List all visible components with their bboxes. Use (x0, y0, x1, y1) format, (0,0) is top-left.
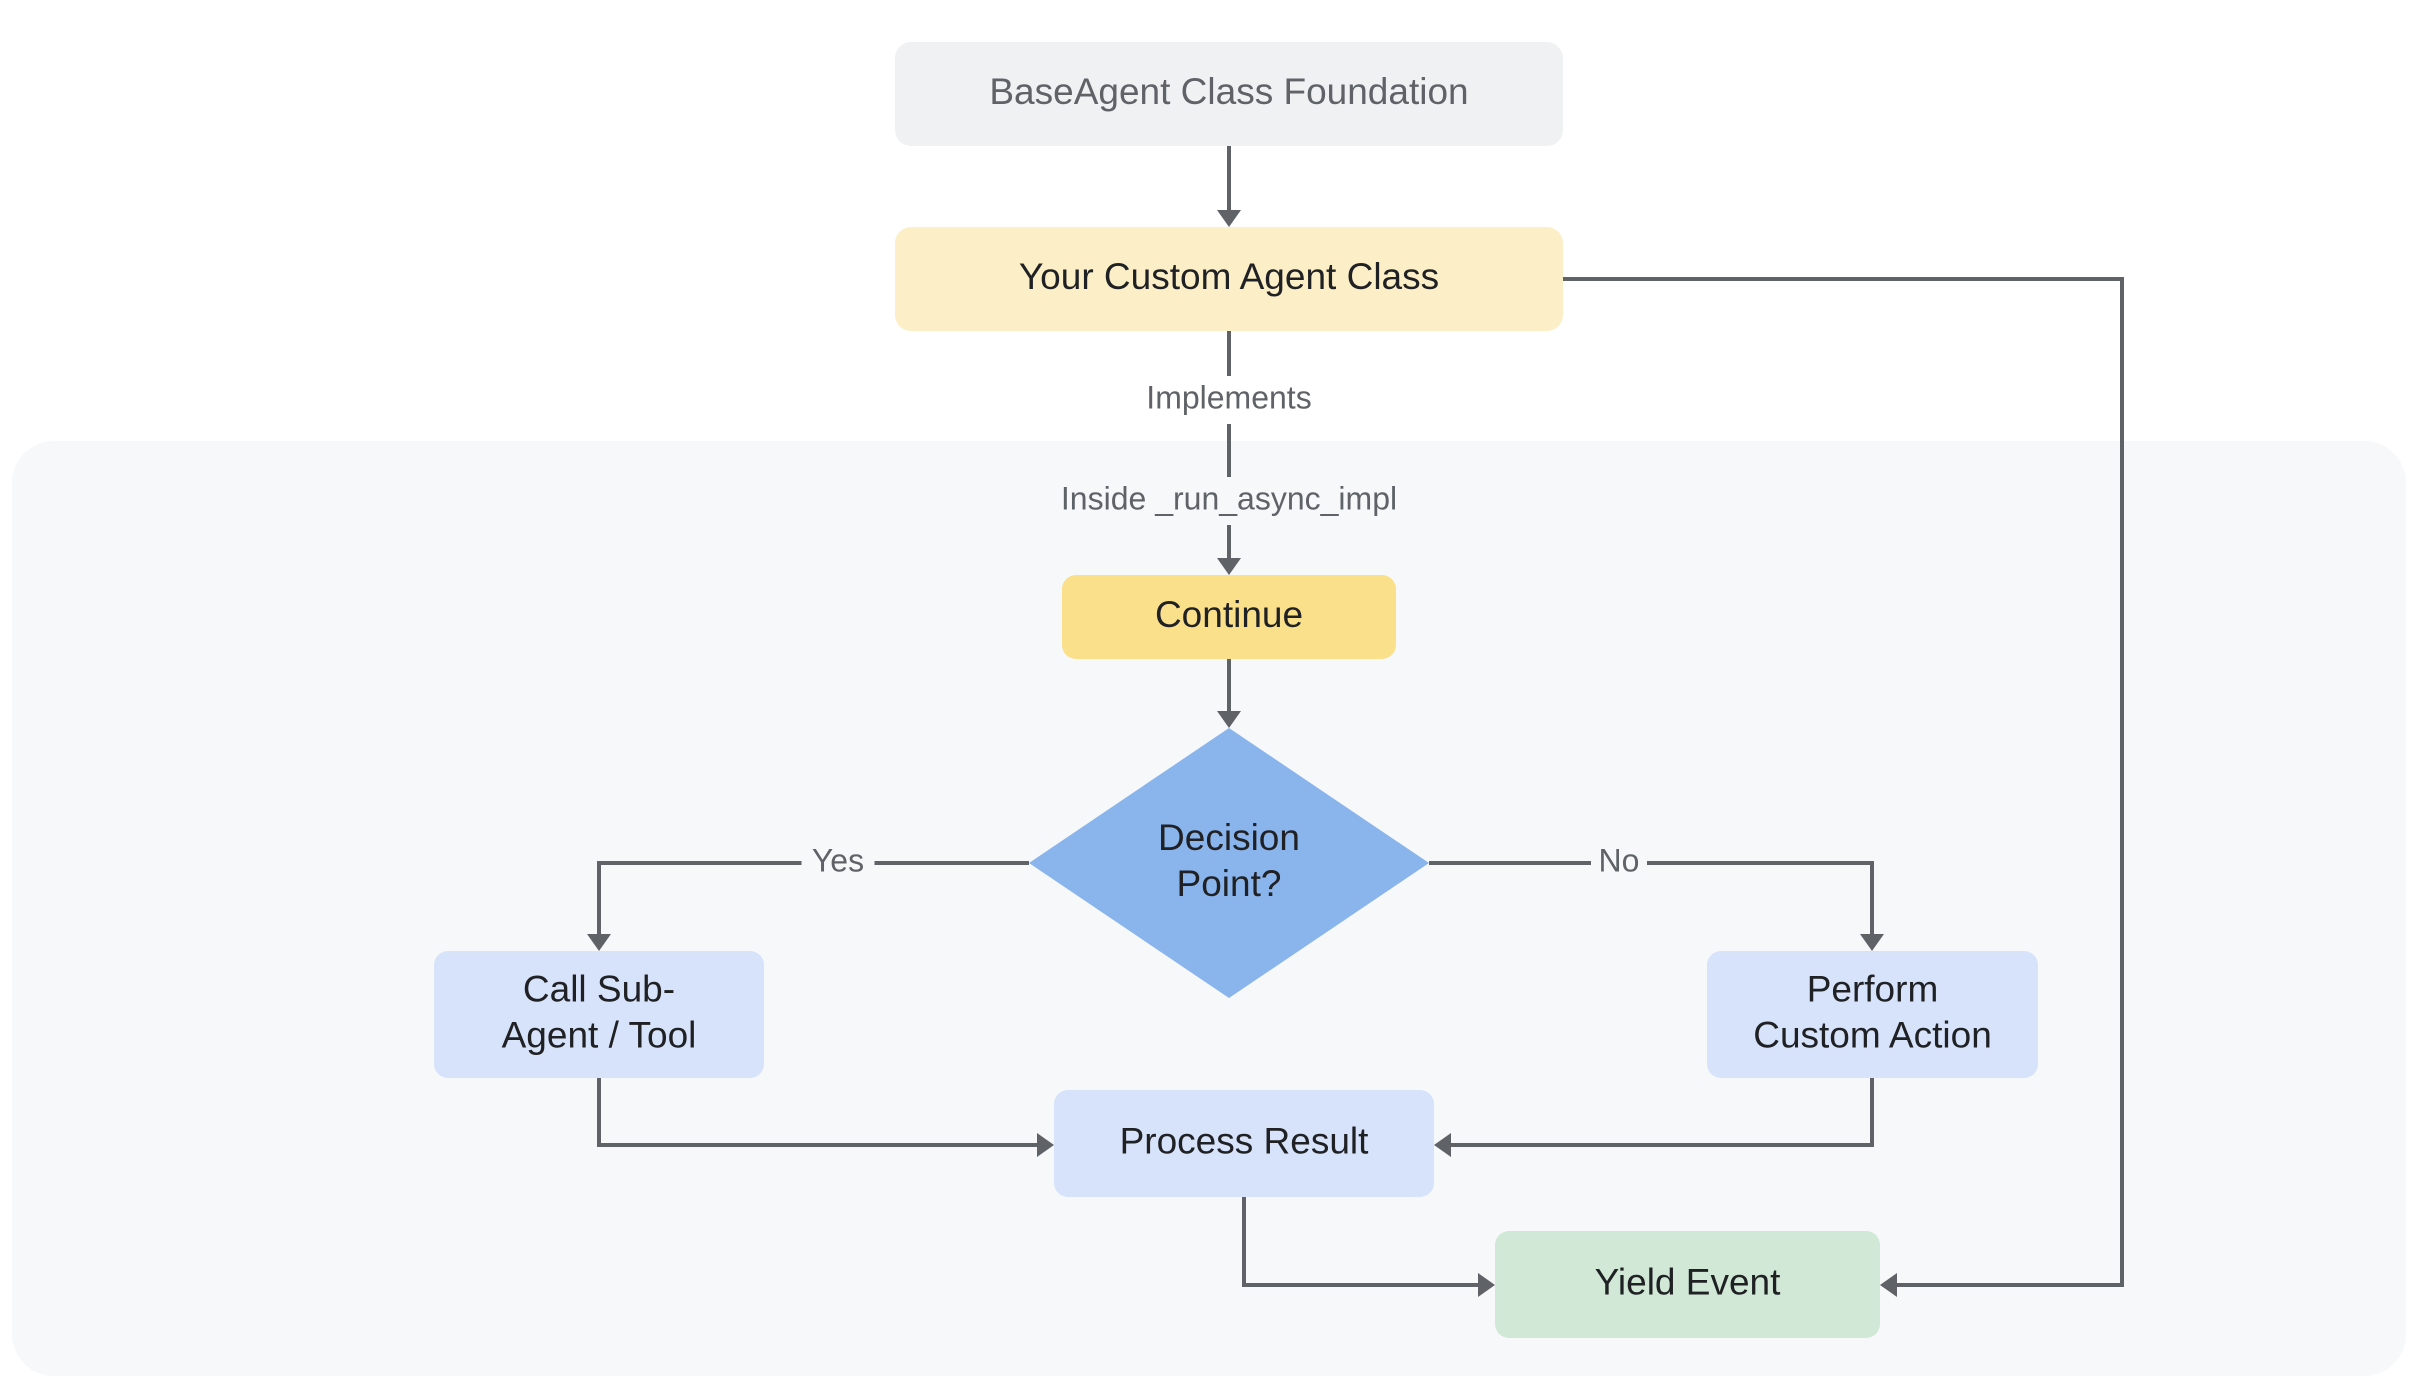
edge-label-e-decision-yes: Yes (812, 842, 864, 878)
node-shape-continue[interactable] (1062, 575, 1396, 659)
node-shape-base-agent[interactable] (895, 42, 1563, 146)
edge-label2-e-custom-to-continue: Inside _run_async_impl (1061, 480, 1397, 516)
edge-label-e-custom-to-continue: Implements (1146, 379, 1311, 415)
node-label-perform-custom-action: Custom Action (1753, 1014, 1992, 1055)
arrowhead-e-continue-to-decision (1217, 711, 1241, 728)
node-yield-event[interactable]: Yield Event (1495, 1231, 1880, 1338)
node-label-decision: Decision (1158, 817, 1300, 858)
arrowhead-e-custom-to-continue (1217, 558, 1241, 575)
edge-label-bg-e-decision-no (1591, 839, 1647, 887)
edge-e-custom-agent-to-yield (1563, 277, 2124, 1287)
edges-layer (587, 146, 2124, 1297)
edge-e-custom-action-to-result (1442, 1078, 1874, 1147)
edge-e-decision-no (1429, 861, 1874, 943)
edge-e-sub-agent-to-result (597, 1078, 1046, 1147)
arrowhead-e-result-to-yield (1478, 1273, 1495, 1297)
node-custom-agent[interactable]: Your Custom Agent Class (895, 227, 1563, 331)
edge-e-result-to-yield (1242, 1197, 1487, 1287)
edge-label-bg-e-decision-yes (801, 839, 875, 887)
node-label-continue: Continue (1155, 594, 1303, 635)
node-continue[interactable]: Continue (1062, 575, 1396, 659)
node-process-result[interactable]: Process Result (1054, 1090, 1434, 1197)
arrowhead-e-custom-action-to-result (1434, 1133, 1451, 1157)
arrowhead-e-decision-no (1860, 934, 1884, 951)
node-label-call-sub-agent: Call Sub- (523, 968, 675, 1009)
node-shape-yield-event[interactable] (1495, 1231, 1880, 1338)
node-label-custom-agent: Your Custom Agent Class (1019, 256, 1439, 297)
node-label-yield-event: Yield Event (1595, 1261, 1782, 1302)
node-label-call-sub-agent: Agent / Tool (502, 1014, 697, 1055)
node-shape-custom-agent[interactable] (895, 227, 1563, 331)
edge-label2-bg-e-custom-to-continue (1031, 477, 1427, 525)
node-label-base-agent: BaseAgent Class Foundation (989, 71, 1468, 112)
node-call-sub-agent[interactable]: Call Sub- Agent / Tool (434, 951, 764, 1078)
node-shape-call-sub-agent[interactable] (434, 951, 764, 1078)
edge-label-bg-e-custom-to-continue (1133, 376, 1325, 424)
node-shape-decision[interactable] (1029, 728, 1429, 998)
node-label-decision: Point? (1177, 863, 1282, 904)
node-base-agent[interactable]: BaseAgent Class Foundation (895, 42, 1563, 146)
arrowhead-e-base-to-custom (1217, 210, 1241, 227)
node-label-process-result: Process Result (1120, 1120, 1370, 1161)
arrowhead-e-decision-yes (587, 934, 611, 951)
node-shape-perform-custom-action[interactable] (1707, 951, 2038, 1078)
arrowhead-e-custom-agent-to-yield (1880, 1273, 1897, 1297)
node-label-perform-custom-action: Perform (1807, 968, 1939, 1009)
edge-label-e-decision-no: No (1599, 842, 1640, 878)
edge-e-decision-yes (597, 861, 1029, 943)
arrowhead-e-sub-agent-to-result (1037, 1133, 1054, 1157)
node-shape-process-result[interactable] (1054, 1090, 1434, 1197)
